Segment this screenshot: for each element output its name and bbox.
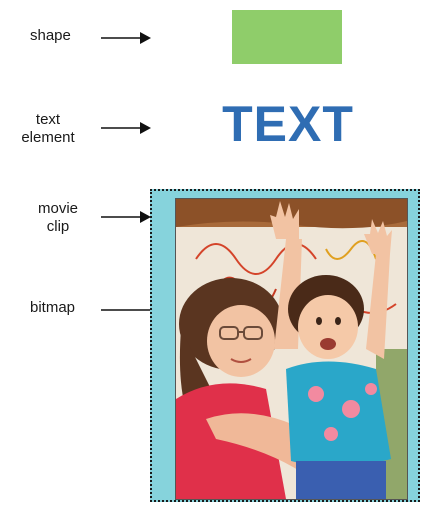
shape-label: shape — [30, 27, 71, 44]
movie-clip-arrow-icon — [101, 211, 151, 223]
photo-of-two-children-icon — [176, 199, 407, 499]
text-element-word: TEXT — [222, 96, 354, 152]
shape-rectangle — [232, 10, 342, 64]
movie-clip-label-line2: clip — [46, 218, 70, 235]
shape-arrow-icon — [101, 32, 151, 44]
text-element-label-line2: element — [21, 129, 75, 146]
text-element-arrow-icon — [101, 122, 151, 134]
movie-clip-label-line1: movie — [37, 200, 78, 217]
bitmap-label: bitmap — [30, 299, 76, 316]
text-element-label-line1: text — [35, 111, 61, 128]
text-element-label: text element — [14, 111, 82, 147]
movie-clip-label: movie clip — [28, 200, 88, 236]
bitmap-photo — [175, 198, 408, 500]
